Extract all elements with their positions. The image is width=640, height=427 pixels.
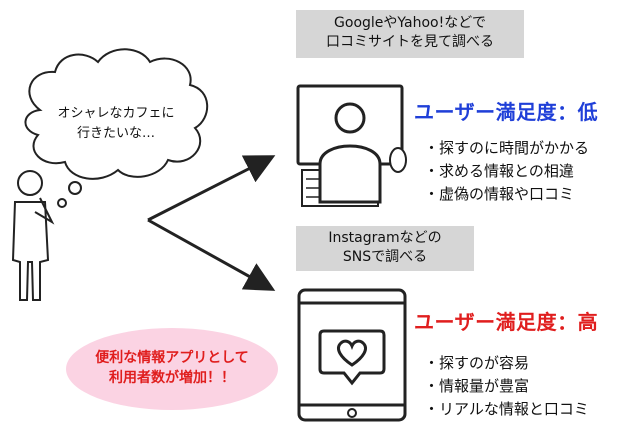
bottom-point-3: リアルな情報と口コミ xyxy=(424,398,589,421)
bottom-point-1: 探すのが容易 xyxy=(424,352,589,375)
top-point-2: 求める情報との相違 xyxy=(424,160,589,183)
bottom-satisfaction-heading: ユーザー満足度：高 xyxy=(414,310,599,334)
thought-text: オシャレなカフェに 行きたいな… xyxy=(36,104,196,144)
top-point-3: 虚偽の情報や口コミ xyxy=(424,183,589,206)
pink-bubble-text: 便利な情報アプリとして 利用者数が増加！！ xyxy=(66,348,278,388)
thought-line-1: オシャレなカフェに xyxy=(57,106,175,121)
top-method-label: GoogleやYahoo!などで 口コミサイトを見て調べる xyxy=(296,10,524,58)
mid-method-label: Instagramなどの SNSで調べる xyxy=(296,226,474,271)
thought-line-2: 行きたいな… xyxy=(76,126,155,141)
tablet-heart-icon xyxy=(297,288,407,422)
thinking-person-icon xyxy=(11,170,55,301)
pink-line-1: 便利な情報アプリとして xyxy=(95,350,249,366)
top-satisfaction-heading: ユーザー満足度：低 xyxy=(414,100,599,124)
top-label-line-2: 口コミサイトを見て調べる xyxy=(326,34,494,50)
top-point-1: 探すのに時間がかかる xyxy=(424,137,589,160)
bottom-point-2: 情報量が豊富 xyxy=(424,375,589,398)
mid-label-line-1: Instagramなどの xyxy=(328,230,442,246)
top-label-line-1: GoogleやYahoo!などで xyxy=(334,15,486,31)
pink-bubble xyxy=(66,328,278,410)
pink-line-2: 利用者数が増加！！ xyxy=(109,370,235,386)
computer-user-icon xyxy=(296,84,407,207)
top-points-list: 探すのに時間がかかる 求める情報との相違 虚偽の情報や口コミ xyxy=(424,137,589,206)
bottom-points-list: 探すのが容易 情報量が豊富 リアルな情報と口コミ xyxy=(424,352,589,421)
mid-label-line-2: SNSで調べる xyxy=(342,249,428,265)
